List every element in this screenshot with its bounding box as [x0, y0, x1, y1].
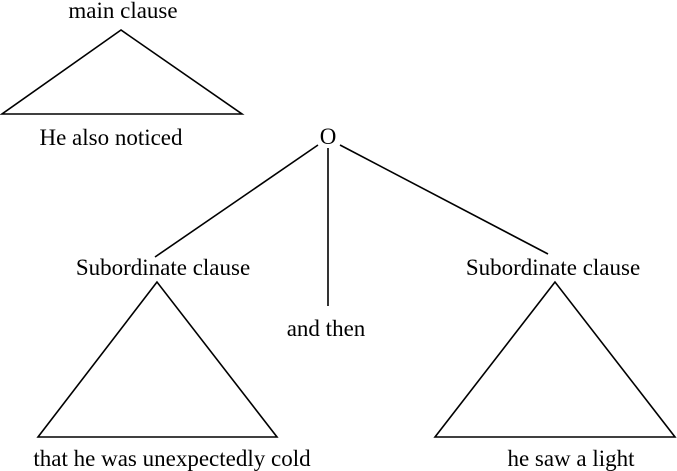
main-clause-text: He also noticed	[39, 125, 183, 150]
left-subordinate-group: Subordinate clause that he was unexpecte…	[33, 255, 311, 471]
left-subordinate-label: Subordinate clause	[76, 255, 250, 280]
main-clause-triangle	[0, 29, 245, 115]
left-subordinate-triangle	[36, 280, 279, 438]
main-clause-group: main clause He also noticed	[0, 0, 245, 150]
conjunction-group: and then	[287, 316, 366, 341]
right-subordinate-triangle	[433, 280, 677, 438]
root-to-right-branch	[339, 144, 549, 255]
right-subordinate-label: Subordinate clause	[466, 255, 640, 280]
root-to-left-branch	[154, 144, 319, 258]
conjunction-text: and then	[287, 316, 366, 341]
right-subordinate-text: he saw a light	[507, 446, 635, 471]
root-node-group: O	[154, 124, 549, 306]
right-subordinate-group: Subordinate clause he saw a light	[433, 255, 677, 471]
main-clause-label: main clause	[68, 0, 177, 23]
left-subordinate-text: that he was unexpectedly cold	[33, 446, 311, 471]
root-node-label: O	[320, 124, 337, 149]
